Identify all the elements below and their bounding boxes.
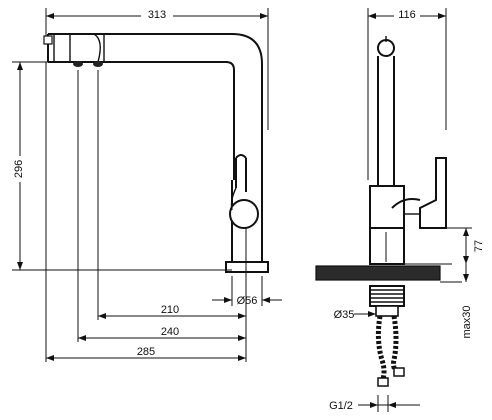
dimension-max30: max30: [461, 305, 473, 338]
dimension-240: 240: [161, 326, 179, 338]
dimension-diameter-56: Ø56: [237, 295, 258, 307]
dimension-77: 77: [473, 240, 485, 252]
dimension-313: 313: [148, 9, 166, 21]
dimension-210: 210: [161, 304, 179, 316]
faucet-side-view: 313 296 210: [12, 7, 282, 362]
dimension-285: 285: [137, 346, 155, 358]
faucet-front-view: 116 77 max30 Ø35: [315, 7, 485, 412]
dimension-116: 116: [398, 9, 416, 21]
dimension-296: 296: [13, 160, 25, 178]
dimension-g12: G1/2: [329, 400, 353, 412]
dimension-diameter-35: Ø35: [334, 309, 355, 321]
